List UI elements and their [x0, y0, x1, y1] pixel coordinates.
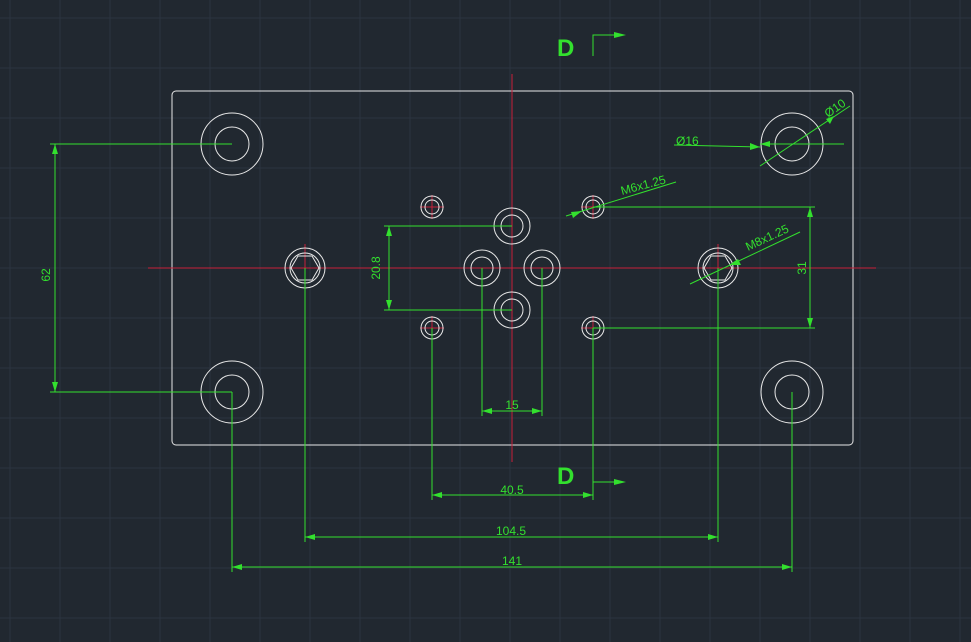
- section-label-top: D: [557, 35, 574, 62]
- dim-141: 141: [502, 554, 522, 568]
- small-hole-top-left: [420, 195, 444, 219]
- callout-large-thread: M8x1.25: [743, 221, 791, 253]
- dimension-lines: [50, 34, 851, 572]
- section-label-bottom: D: [557, 463, 574, 490]
- dim-31: 31: [795, 261, 809, 275]
- dim-20-8: 20.8: [369, 256, 383, 280]
- dim-104-5: 104.5: [496, 524, 526, 538]
- dim-62: 62: [39, 268, 53, 282]
- arrowheads: [52, 32, 834, 570]
- callout-counterbore: Ø16: [676, 134, 699, 148]
- dim-40-5: 40.5: [500, 483, 524, 497]
- dim-15: 15: [505, 398, 519, 412]
- callout-bolt-hole: Ø10: [822, 96, 849, 121]
